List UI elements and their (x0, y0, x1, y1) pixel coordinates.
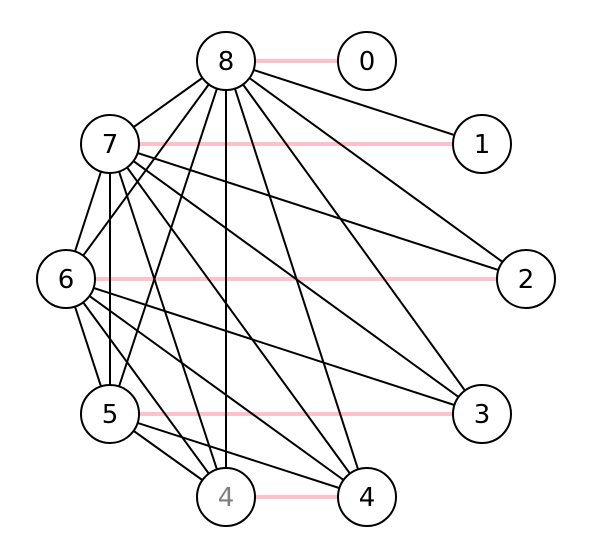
node-n4b: 4 (337, 467, 397, 527)
edge-n6-n4a (65, 278, 227, 498)
edge-n7-n2 (109, 143, 527, 280)
edge-n8-n5 (109, 60, 227, 415)
nodes-layer: 8 0 7 1 6 2 5 3 4 4 (36, 31, 556, 527)
node-label: 6 (58, 265, 75, 295)
node-n1: 1 (452, 114, 512, 174)
node-n0: 0 (337, 31, 397, 91)
node-label: 1 (474, 130, 491, 160)
node-circle (452, 384, 512, 444)
node-label: 5 (102, 400, 119, 430)
node-label: 8 (218, 47, 235, 77)
node-n2: 2 (496, 249, 556, 309)
edge-n8-n2 (225, 60, 527, 280)
node-label: 3 (474, 400, 491, 430)
node-circle (337, 467, 397, 527)
node-circle (80, 114, 140, 174)
node-n5: 5 (80, 384, 140, 444)
node-circle (36, 249, 96, 309)
edge-n7-n3 (109, 143, 483, 415)
node-n6: 6 (36, 249, 96, 309)
node-n8: 8 (196, 31, 256, 91)
edge-n7-n4a (109, 143, 227, 498)
node-circle (196, 467, 256, 527)
node-circle (452, 114, 512, 174)
node-circle (196, 31, 256, 91)
node-n3: 3 (452, 384, 512, 444)
edge-n6-n4b (65, 278, 368, 498)
edge-n8-n1 (225, 60, 483, 145)
node-n7: 7 (80, 114, 140, 174)
edge-n6-n3 (65, 278, 483, 415)
node-circle (496, 249, 556, 309)
edge-n8-n3 (225, 60, 483, 415)
node-label: 0 (359, 47, 376, 77)
node-circle (80, 384, 140, 444)
node-label: 4 (359, 483, 376, 513)
node-label: 4 (218, 483, 235, 513)
node-label: 7 (102, 130, 119, 160)
edge-n5-n4b (109, 413, 368, 498)
node-label: 2 (518, 265, 535, 295)
node-circle (337, 31, 397, 91)
node-n4a: 4 (196, 467, 256, 527)
edges-layer (65, 59, 527, 499)
edge-n7-n4b (109, 143, 368, 498)
